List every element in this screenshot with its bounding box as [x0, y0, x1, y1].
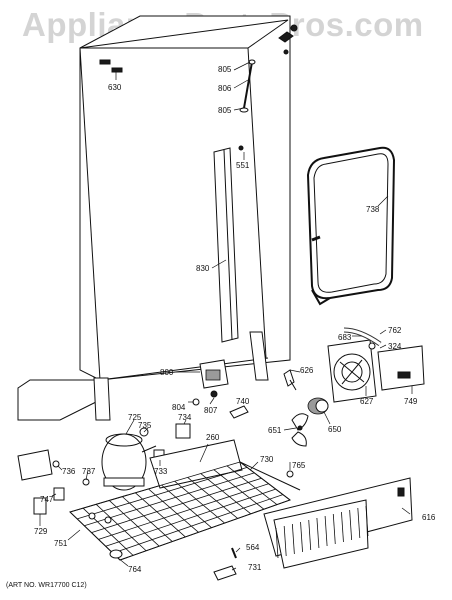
callout: 736: [62, 467, 76, 476]
condenser-coil: [69, 439, 301, 561]
cabinet: [17, 15, 298, 421]
screw-807: [210, 390, 218, 398]
relay-734: [175, 423, 191, 439]
compressor: [101, 423, 191, 491]
callout: 551: [236, 161, 250, 170]
callout-labels: 630 805 806 805 551 830 738 683 762 324 …: [34, 65, 436, 574]
defrost-parts: [192, 359, 297, 419]
drain-tube: [239, 59, 256, 113]
callout: 807: [204, 406, 218, 415]
condenser-loop: [306, 146, 396, 306]
callout: 730: [260, 455, 274, 464]
callout: 725: [128, 413, 142, 422]
fan-motor: [291, 397, 329, 447]
callout: 747: [40, 495, 54, 504]
callout: 806: [218, 84, 232, 93]
hinge-slot: [99, 59, 111, 65]
callout: 749: [404, 397, 418, 406]
callout: 830: [196, 264, 210, 273]
callout: 735: [138, 421, 152, 430]
screw-765: [286, 470, 294, 478]
callout: 737: [82, 467, 96, 476]
bracket-740: [229, 405, 249, 419]
hinge-slot: [111, 67, 123, 73]
center-channel: [213, 145, 244, 343]
callout: 751: [54, 539, 68, 548]
callout: 650: [328, 425, 342, 434]
callout: 804: [172, 403, 186, 412]
callout: 616: [422, 513, 436, 522]
left-small-parts: [17, 449, 90, 515]
bottom-small-parts: [88, 470, 294, 581]
art-number: (ART NO. WR17700 C12): [6, 582, 87, 589]
callout: 260: [206, 433, 220, 442]
callout: 729: [34, 527, 48, 536]
callout: 800: [160, 368, 174, 377]
fan-bracket: [327, 327, 425, 403]
rear-cover: [263, 477, 413, 569]
leader-lines: [39, 61, 413, 571]
callout: 764: [128, 565, 142, 574]
callout: 734: [178, 413, 192, 422]
callout: 805: [218, 106, 232, 115]
callout: 731: [248, 563, 262, 572]
callout: 324: [388, 342, 402, 351]
callout: 765: [292, 461, 306, 470]
callout: 627: [360, 397, 374, 406]
callout: 683: [338, 333, 352, 342]
callout: 805: [218, 65, 232, 74]
callout: 630: [108, 83, 122, 92]
screw-551: [238, 145, 244, 151]
callout: 733: [154, 467, 168, 476]
callout: 738: [366, 205, 380, 214]
top-hinge-icon: [278, 31, 294, 43]
callout: 740: [236, 397, 250, 406]
callout: 651: [268, 426, 282, 435]
callout: 762: [388, 326, 402, 335]
callout: 626: [300, 366, 314, 375]
callout: 564: [246, 543, 260, 552]
